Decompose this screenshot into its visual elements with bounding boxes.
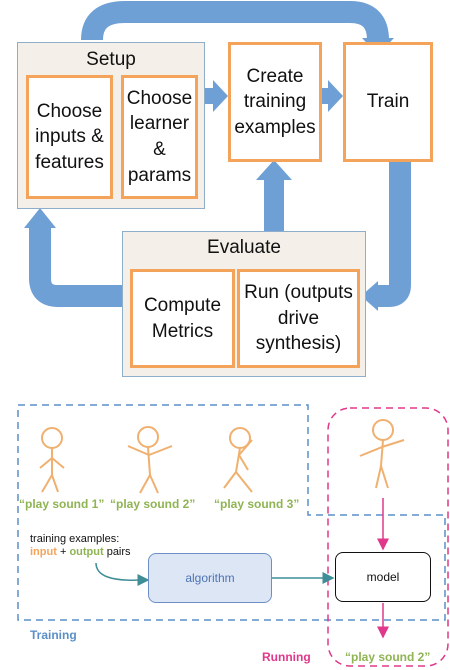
run-label: Run (outputs drive synthesis) — [244, 282, 353, 355]
arrow-create-to-train-head — [328, 80, 343, 112]
choose-inputs-box[interactable]: Choose inputs & features — [26, 75, 113, 199]
model-box[interactable]: model — [335, 552, 431, 602]
compute-metrics-box[interactable]: Compute Metrics — [130, 269, 235, 368]
create-examples-label: Create training examples — [234, 65, 316, 138]
algorithm-box[interactable]: algorithm — [148, 553, 272, 603]
label-play-sound-1: “play sound 1” — [19, 497, 105, 511]
evaluate-panel: Evaluate Compute Metrics Run (outputs dr… — [122, 231, 366, 377]
evaluate-title: Evaluate — [207, 237, 281, 258]
training-examples-caption: training examples: — [30, 533, 120, 545]
arrow-train-to-evaluate — [378, 162, 411, 307]
pairs-word: pairs — [103, 546, 131, 558]
model-label: model — [366, 570, 400, 584]
train-box[interactable]: Train — [343, 42, 433, 162]
create-examples-box[interactable]: Create training examples — [228, 42, 322, 162]
setup-title: Setup — [86, 49, 136, 70]
arrow-setup-to-train — [81, 0, 389, 41]
input-word: input — [30, 546, 57, 558]
arrow-examples-to-algorithm — [95, 562, 150, 586]
compute-metrics-label: Compute Metrics — [143, 294, 222, 342]
arrow-setup-to-create-head — [213, 80, 228, 112]
arrow-evaluate-to-create-head — [256, 160, 292, 180]
running-section-label: Running — [262, 650, 311, 664]
choose-learner-label: Choose learner & params — [126, 87, 193, 186]
train-label: Train — [366, 91, 410, 113]
setup-panel: Setup Choose inputs & features Choose le… — [17, 42, 205, 209]
arrow-create-to-train-shaft — [322, 88, 330, 104]
run-box[interactable]: Run (outputs drive synthesis) — [237, 269, 360, 368]
plus-sign: + — [56, 546, 70, 558]
stick-figure-2 — [127, 426, 173, 494]
label-play-sound-3: “play sound 3” — [214, 497, 300, 511]
workflow-arrows — [24, 0, 411, 311]
choose-learner-box[interactable]: Choose learner & params — [121, 75, 198, 199]
label-play-sound-2: “play sound 2” — [110, 497, 196, 511]
arrow-train-to-evaluate-head — [361, 281, 378, 311]
running-output-label: “play sound 2” — [345, 650, 431, 664]
stick-figure-3 — [223, 427, 253, 493]
stick-figure-running — [359, 419, 405, 489]
running-region — [327, 407, 449, 667]
input-output-pairs-caption: input + output pairs — [30, 546, 131, 558]
output-word: output — [69, 546, 104, 558]
choose-inputs-label: Choose inputs & features — [35, 100, 104, 173]
arrow-evaluate-to-create-shaft — [264, 176, 284, 232]
arrow-setup-to-create-shaft — [205, 88, 215, 104]
algorithm-label: algorithm — [185, 571, 235, 585]
arrow-evaluate-to-setup — [29, 228, 125, 307]
arrow-evaluate-to-setup-head — [24, 208, 56, 228]
stick-figure-1 — [39, 427, 65, 493]
training-section-label: Training — [30, 628, 77, 642]
